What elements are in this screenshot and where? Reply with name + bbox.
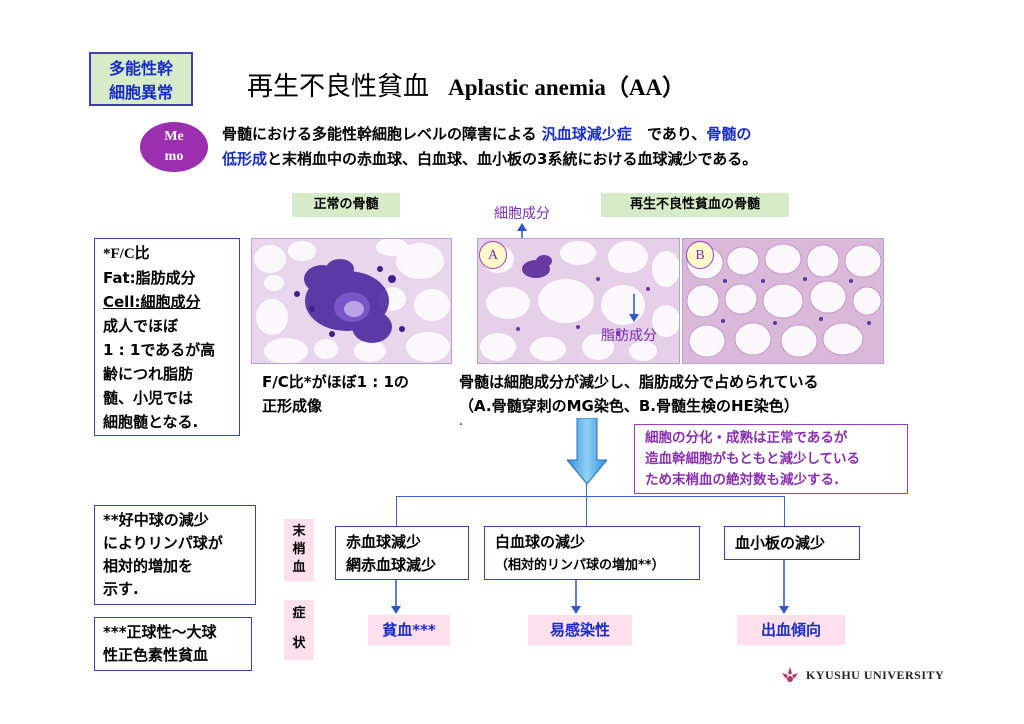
rbc-box: 赤血球減少 網赤血球減少 <box>335 526 469 580</box>
caption-aa: 骨髄は細胞成分が減少し、脂肪成分で占められている （A.骨髄穿刺のMG染色、B.… <box>459 370 819 428</box>
fc-note-l6: 齢につれ脂肪 <box>103 365 194 383</box>
callout-l2: 造血幹細胞がもともと減少している <box>645 451 861 467</box>
corner-tag-line1: 多能性幹 <box>108 59 173 78</box>
rbc-l1: 赤血球減少 <box>346 533 422 551</box>
tag-peripheral-blood: 末 梢 血 <box>284 519 314 581</box>
fc-note-l5: 1 : 1であるが高 <box>103 341 216 359</box>
cell-component-label: 細胞成分 <box>494 206 550 222</box>
platelet-box: 血小板の減少 <box>724 526 860 560</box>
symptom-bleeding: 出血傾向 <box>737 615 845 645</box>
symptom-infection: 易感染性 <box>528 615 632 645</box>
fc-note-l3: Cell:細胞成分 <box>103 293 201 311</box>
symptom-anemia: 貧血*** <box>368 615 450 645</box>
callout-box: 細胞の分化・成熟は正常であるが 造血幹細胞がもともと減少している ため末梢血の絶… <box>634 424 908 494</box>
wbc-box: 白血球の減少 （相対的リンパ球の増加**） <box>484 526 700 580</box>
corner-tag-line2: 細胞異常 <box>108 83 173 102</box>
label-aa-marrow: 再生不良性貧血の骨髄 <box>601 193 789 217</box>
memo-badge: Me mo <box>140 122 208 172</box>
memo-line2: mo <box>164 149 184 164</box>
neut-l4: 示す. <box>103 580 139 598</box>
fat-component-label: 脂肪成分 <box>601 328 657 344</box>
neut-l3: 相対的増加を <box>103 557 194 575</box>
label-normal-marrow: 正常の骨髄 <box>292 193 400 217</box>
callout-l1: 細胞の分化・成熟は正常であるが <box>645 430 848 446</box>
fc-note-l7: 髄、小児では <box>103 389 194 407</box>
anemia-note-l1: ***正球性～大球 <box>103 623 217 641</box>
tree-right <box>784 496 785 526</box>
intro-p3: と末梢血中の赤血球、白血球、血小板の3系統における血球減少である。 <box>267 150 758 168</box>
marker-a: A <box>479 241 507 269</box>
caption-normal-l2: 正形成像 <box>262 397 323 415</box>
fc-note-l4: 成人でほぼ <box>103 317 179 335</box>
callout-l3: ため末梢血の絶対数も減少する. <box>645 472 840 488</box>
rbc-l2: 網赤血球減少 <box>346 556 437 574</box>
memo-line1: Me <box>164 129 184 144</box>
caption-normal: F/C比*がほぼ1 : 1の 正形成像 <box>262 370 409 418</box>
caption-normal-l1: F/C比*がほぼ1 : 1の <box>262 373 409 391</box>
title-jp: 再生不良性貧血 <box>247 72 430 102</box>
aa-marrow-image-a <box>477 238 680 364</box>
fc-note-l8: 細胞髄となる. <box>103 413 199 431</box>
marker-b: B <box>686 241 714 269</box>
university-logo-text: KYUSHU UNIVERSITY <box>806 668 945 682</box>
anemia-note: ***正球性～大球 性正色素性貧血 <box>94 617 252 671</box>
arrow-to-bleeding <box>779 560 789 614</box>
caption-aa-l1: 骨髄は細胞成分が減少し、脂肪成分で占められている <box>459 373 819 391</box>
wbc-l2: （相対的リンパ球の増加**） <box>495 558 665 573</box>
neut-l1: **好中球の減少 <box>103 511 209 529</box>
intro-h2: 骨髄の <box>706 125 752 143</box>
intro-p2: であり、 <box>647 125 707 143</box>
wbc-l1: 白血球の減少 <box>495 533 586 551</box>
tree-branch <box>396 496 784 497</box>
intro-h1: 汎血球減少症 <box>541 125 632 143</box>
page-title: 再生不良性貧血 Aplastic anemia（AA） <box>247 66 685 103</box>
intro-h3: 低形成 <box>222 150 268 168</box>
fc-note-l2: Fat:脂肪成分 <box>103 269 196 287</box>
intro-text: 骨髄における多能性幹細胞レベルの障害による 汎血球減少症 であり、骨髄の 低形成… <box>222 122 902 172</box>
caption-aa-dot: . <box>459 417 463 428</box>
university-logo-icon <box>782 667 798 682</box>
corner-tag: 多能性幹 細胞異常 <box>89 52 193 106</box>
tree-mid <box>586 496 587 526</box>
caption-aa-l2: （A.骨髄穿刺のMG染色、B.骨髄生検のHE染色） <box>459 397 799 415</box>
fc-note-l1: *F/C比 <box>103 246 150 262</box>
tag-symptoms: 症 状 <box>284 600 314 660</box>
neut-l2: によりリンパ球が <box>103 534 223 552</box>
fc-note-box: *F/C比 Fat:脂肪成分 Cell:細胞成分 成人でほぼ 1 : 1であるが… <box>94 238 240 436</box>
neutrophil-note: **好中球の減少 によりリンパ球が 相対的増加を 示す. <box>94 505 256 605</box>
tree-trunk <box>586 484 587 496</box>
title-en: Aplastic anemia（AA） <box>448 75 686 100</box>
fat-arrow <box>629 294 639 322</box>
intro-p1: 骨髄における多能性幹細胞レベルの障害による <box>222 125 537 143</box>
big-down-arrow <box>567 418 607 484</box>
arrow-to-infection <box>571 580 581 614</box>
tree-left <box>396 496 397 526</box>
anemia-note-l2: 性正色素性貧血 <box>103 646 209 664</box>
arrow-to-anemia <box>391 580 401 614</box>
normal-marrow-image <box>251 238 452 364</box>
